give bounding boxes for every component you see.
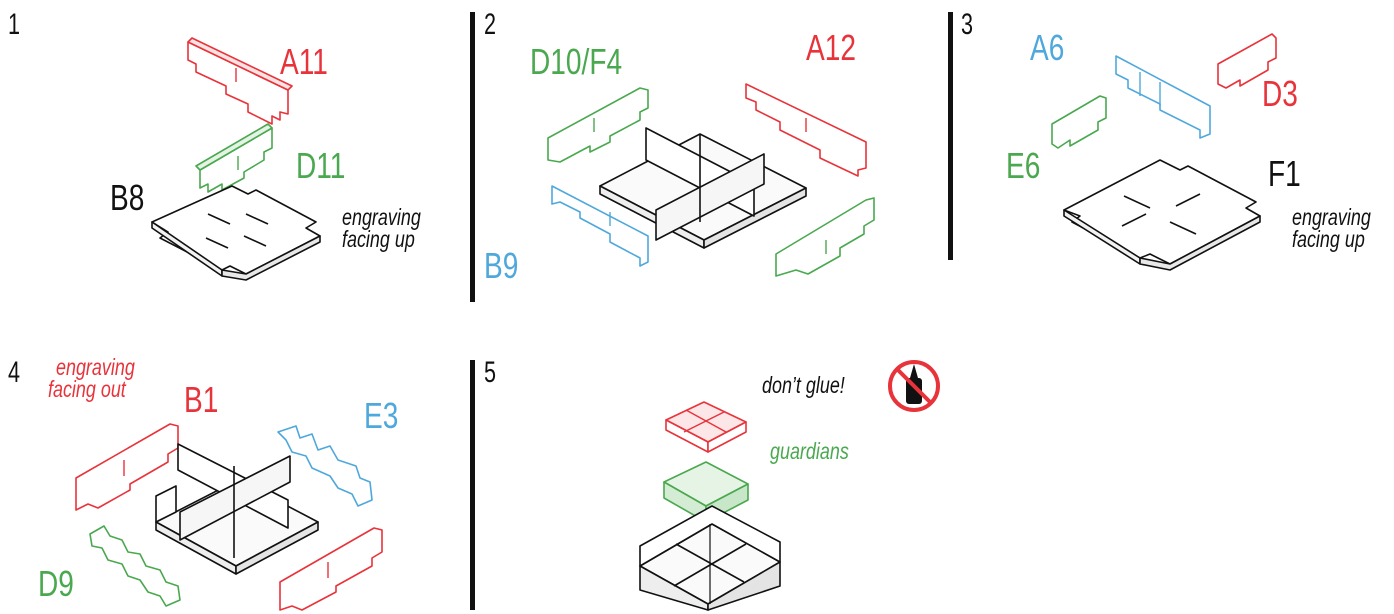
label-f1: F1 xyxy=(1268,153,1301,194)
black-box-assembly xyxy=(639,505,781,611)
label-a6: A6 xyxy=(1030,27,1065,68)
piece-d10-f4-bottom xyxy=(775,197,875,277)
step-number-5: 5 xyxy=(484,356,497,389)
piece-d9 xyxy=(89,525,181,607)
piece-b1 xyxy=(75,423,179,511)
assembly-step-2 xyxy=(599,127,807,249)
piece-b9 xyxy=(551,185,649,267)
label-e3: E3 xyxy=(364,395,399,436)
note-engraving-4b: facing out xyxy=(48,376,126,402)
label-b1: B1 xyxy=(184,379,219,420)
step-number-1: 1 xyxy=(8,8,21,41)
piece-f1 xyxy=(1063,159,1261,271)
note-engraving-1a: engraving xyxy=(342,204,421,230)
divider-1-2 xyxy=(470,12,475,302)
note-guardians: guardians xyxy=(770,438,849,464)
divider-4-5 xyxy=(470,360,475,610)
label-d3: D3 xyxy=(1262,73,1298,114)
note-engraving-1b: facing up xyxy=(342,226,415,252)
label-d11: D11 xyxy=(296,145,346,186)
label-a12: A12 xyxy=(806,27,856,68)
label-d9: D9 xyxy=(38,563,74,604)
piece-b8 xyxy=(151,185,321,281)
piece-e6 xyxy=(1051,95,1107,149)
green-guardians-box xyxy=(663,461,749,523)
piece-a6 xyxy=(1115,55,1211,139)
piece-b1-right xyxy=(279,527,383,611)
assembly-step-4 xyxy=(155,443,319,575)
piece-d3 xyxy=(1217,33,1277,89)
step-number-2: 2 xyxy=(484,8,497,41)
note-dont-glue: don’t glue! xyxy=(762,372,845,398)
piece-a11 xyxy=(187,37,293,125)
piece-a12 xyxy=(745,83,867,177)
no-glue-icon xyxy=(888,360,940,412)
note-engraving-3a: engraving xyxy=(1292,204,1371,230)
divider-2-3 xyxy=(948,12,953,260)
step-number-3: 3 xyxy=(961,8,974,41)
note-engraving-4a: engraving xyxy=(56,354,135,380)
piece-e3 xyxy=(277,425,373,507)
note-engraving-3b: facing up xyxy=(1292,226,1365,252)
step-number-4: 4 xyxy=(8,356,21,389)
red-tray xyxy=(665,401,747,453)
piece-d10-f4-top xyxy=(547,87,649,163)
label-a11: A11 xyxy=(280,41,328,82)
piece-d11 xyxy=(195,123,273,193)
label-d10-f4: D10/F4 xyxy=(530,41,623,82)
label-b8: B8 xyxy=(110,177,145,218)
label-e6: E6 xyxy=(1006,145,1041,186)
label-b9: B9 xyxy=(484,245,519,286)
